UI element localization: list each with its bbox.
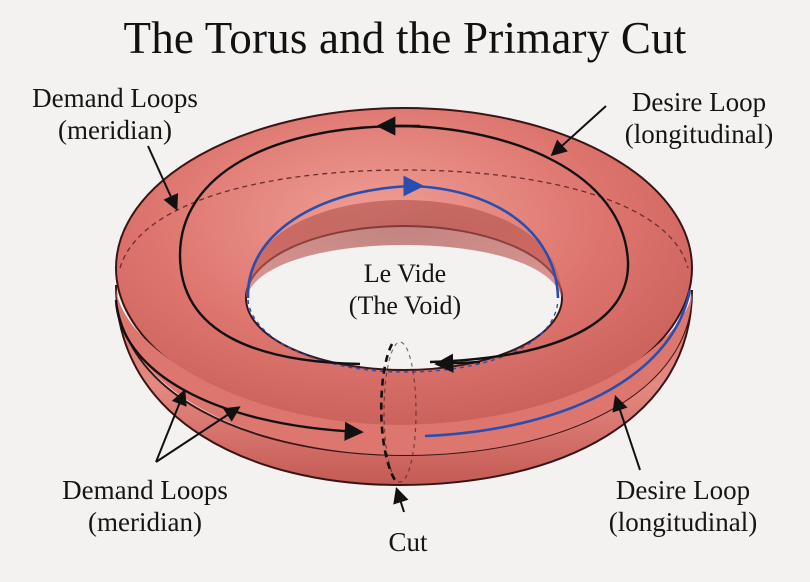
label-void: Le Vide (The Void) (305, 258, 505, 322)
label-desire-loop-top: Desire Loop (longitudinal) (604, 86, 794, 150)
cut-front-arc (379, 343, 398, 483)
label-demand-loops-bottom-line1: Demand Loops (62, 475, 228, 505)
label-desire-loop-bottom-line2: (longitudinal) (608, 507, 758, 537)
label-demand-loops-top-line2: (meridian) (58, 115, 172, 145)
diagram-title: The Torus and the Primary Cut (123, 13, 687, 63)
label-desire-loop-top-line1: Desire Loop (631, 87, 767, 117)
label-demand-loops-bottom: Demand Loops (meridian) (40, 474, 250, 538)
label-void-line1: Le Vide (363, 259, 447, 288)
desire-loop-side (424, 289, 692, 438)
desire-loop-inner (246, 175, 425, 299)
desire-loop-inner-right (409, 184, 560, 299)
cut-back-arc (383, 341, 417, 483)
demand-loop-inner-arrow (434, 353, 481, 373)
label-demand-loops-top-line1: Demand Loops (32, 83, 198, 113)
label-void-line2: (The Void) (348, 291, 462, 320)
label-cut: Cut (388, 527, 428, 557)
label-desire-loop-top-line2: (longitudinal) (624, 119, 774, 149)
label-demand-loops-bottom-line2: (meridian) (88, 507, 202, 537)
desire-loop-hidden-dashed (247, 299, 559, 373)
pointer-demand-bottom-1 (155, 389, 187, 463)
label-demand-loops-top: Demand Loops (meridian) (20, 82, 210, 146)
pointer-demand-bottom-2 (155, 406, 241, 463)
label-desire-loop-bottom: Desire Loop (longitudinal) (588, 474, 778, 538)
torus-lower-body (116, 285, 692, 455)
pointer-desire-bottom (612, 394, 641, 471)
pointer-cut (393, 486, 409, 513)
hidden-equator-dashed (119, 169, 689, 269)
torus-inner-wall (246, 200, 562, 298)
pointer-desire-top (550, 105, 607, 157)
pointer-demand-top (147, 145, 179, 211)
label-desire-loop-bottom-line1: Desire Loop (615, 475, 751, 505)
